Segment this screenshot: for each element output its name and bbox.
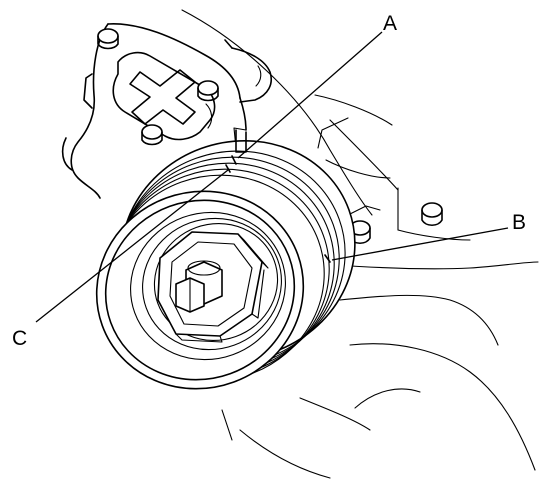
leader-line-c <box>35 169 229 323</box>
crankshaft-bolt <box>175 260 223 313</box>
leader-line-b <box>331 227 509 261</box>
callout-label-c: C <box>12 327 27 350</box>
callout-label-a: A <box>383 12 397 35</box>
engine-block-outline <box>181 9 539 479</box>
callout-label-b: B <box>512 211 526 234</box>
bolt-mid-left <box>141 124 163 146</box>
bolt-mid-right <box>197 80 219 102</box>
bolt-far-right <box>421 202 443 227</box>
bolt-top-left <box>97 28 119 50</box>
leader-line-a <box>237 31 383 159</box>
